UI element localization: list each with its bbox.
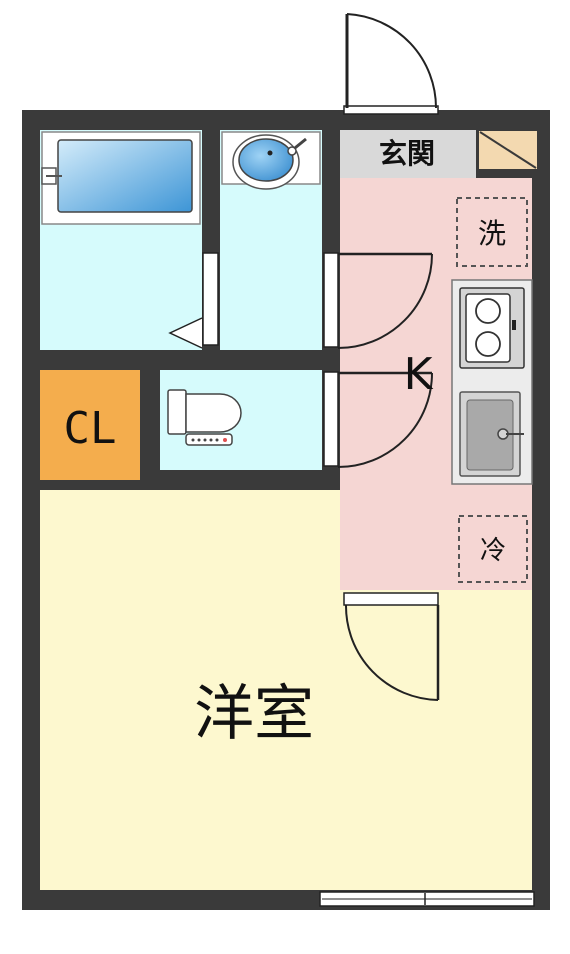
western-room-door[interactable]	[343, 592, 440, 701]
bath-door[interactable]	[168, 252, 219, 349]
kitchen-sink-icon	[459, 391, 524, 477]
window	[319, 891, 535, 907]
closet-label: CL	[64, 403, 117, 454]
western-room-label: 洋室	[194, 679, 314, 749]
fridge-space: 冷	[458, 515, 528, 583]
washer-space: 洗	[456, 197, 528, 267]
entrance-door[interactable]	[343, 13, 439, 115]
sink-icon	[221, 131, 321, 190]
toilet-icon	[167, 389, 242, 446]
toilet-door[interactable]	[323, 371, 433, 468]
fridge-space-label: 冷	[480, 536, 506, 566]
genkan-label: 玄関	[379, 137, 435, 170]
bathtub-icon	[41, 131, 201, 225]
stove-icon	[459, 287, 525, 369]
closet-floor	[40, 370, 140, 480]
washroom-door[interactable]	[323, 252, 433, 349]
kitchen-label: K	[404, 349, 434, 400]
washer-space-label: 洗	[478, 217, 506, 250]
genkan-floor	[340, 130, 476, 178]
shoe-cabinet-icon	[477, 129, 539, 171]
western-room-notch	[150, 490, 322, 610]
